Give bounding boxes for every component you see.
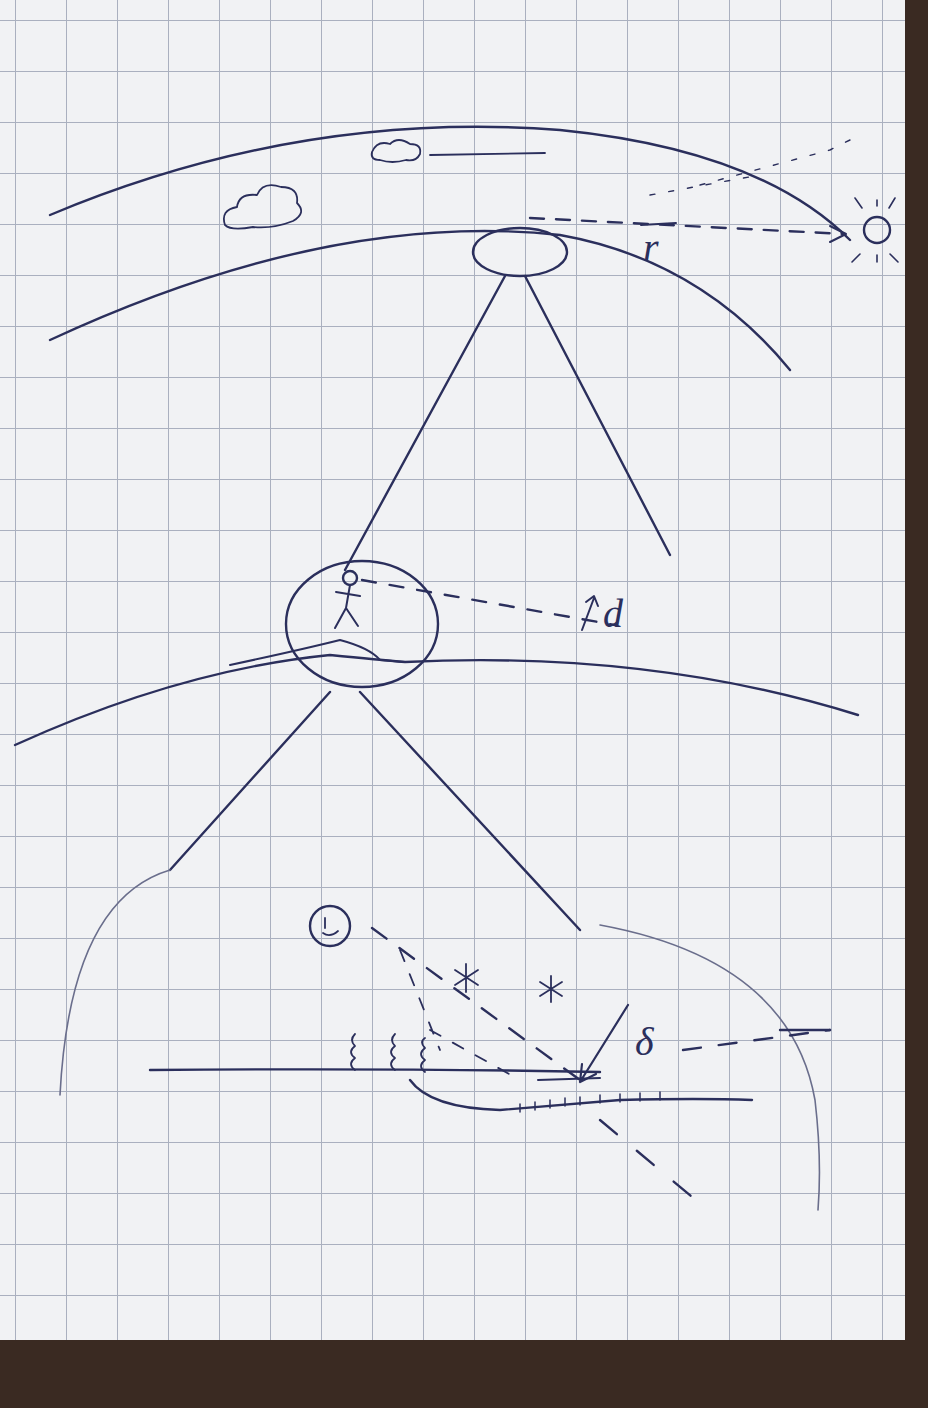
zoom-ellipse [473, 228, 567, 276]
angle-arrow [580, 1005, 628, 1082]
star [540, 976, 562, 1002]
angle-base [538, 1078, 600, 1080]
ground-line [15, 655, 858, 745]
sun-rays [852, 198, 898, 262]
cloud [224, 185, 301, 228]
light-ray [372, 928, 580, 1080]
sun [864, 217, 890, 243]
angle-label: δ [632, 1022, 657, 1062]
vector-label: r [640, 228, 662, 268]
table-edge [905, 0, 928, 1340]
trees [351, 1034, 425, 1072]
cloud [372, 140, 421, 162]
water [410, 1080, 752, 1110]
star [455, 964, 478, 992]
atmosphere-outer [50, 127, 850, 240]
face [323, 918, 338, 935]
cloud-line [430, 153, 545, 155]
vector-bar [641, 223, 676, 225]
zoom-line [170, 692, 580, 930]
sun-ray [530, 218, 845, 234]
zoom-region [600, 925, 819, 1210]
water-ripples [520, 1092, 660, 1112]
zoom-line [345, 276, 670, 570]
table-edge [0, 1340, 928, 1408]
distance-label: d [600, 594, 626, 634]
horizon [150, 1069, 600, 1072]
horizon-dash [683, 1030, 830, 1050]
zoom-region [60, 870, 170, 1095]
hill [230, 640, 405, 665]
earth-surface [50, 231, 790, 370]
horizon-dash [780, 1029, 830, 1031]
person-body [335, 585, 360, 628]
sight-line [362, 580, 615, 625]
arrowhead [830, 226, 846, 242]
light-ray [400, 950, 520, 1080]
person-head [343, 571, 357, 585]
moon-face [310, 906, 350, 946]
label-arrow [582, 596, 598, 630]
sun-ray [650, 140, 850, 195]
light-ray [600, 1120, 710, 1212]
